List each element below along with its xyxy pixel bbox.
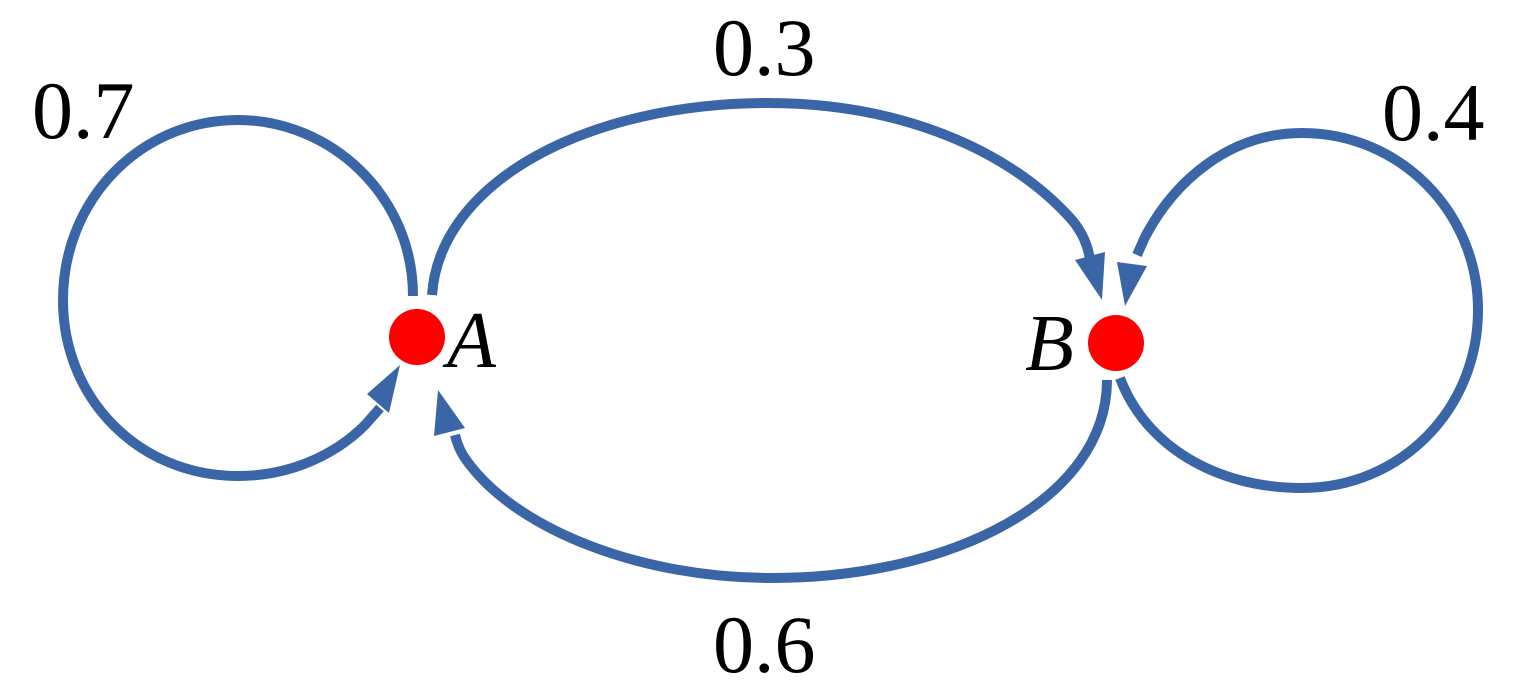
arrowhead-icon — [1075, 252, 1105, 300]
edge-a-to-b-label: 0.3 — [713, 2, 816, 93]
edge-path — [1115, 127, 1484, 494]
node-b — [1088, 315, 1144, 371]
node-a-label: A — [442, 297, 497, 385]
edge-path — [427, 97, 1095, 296]
edge-b-to-a — [434, 379, 1112, 584]
edge-path — [450, 379, 1112, 584]
edge-path — [57, 114, 418, 482]
edge-b-to-b-label: 0.4 — [1382, 67, 1485, 158]
arrowhead-icon — [1117, 262, 1147, 306]
node-a — [389, 309, 445, 365]
arrowhead-icon — [367, 365, 400, 413]
edge-a-to-a — [57, 114, 418, 482]
edge-a-to-a-label: 0.7 — [32, 65, 135, 156]
edge-a-to-b — [427, 97, 1105, 300]
edge-b-to-a-label: 0.6 — [713, 599, 816, 690]
edge-b-to-b — [1115, 127, 1484, 494]
node-b-label: B — [1025, 300, 1074, 388]
arrowhead-icon — [434, 390, 465, 436]
